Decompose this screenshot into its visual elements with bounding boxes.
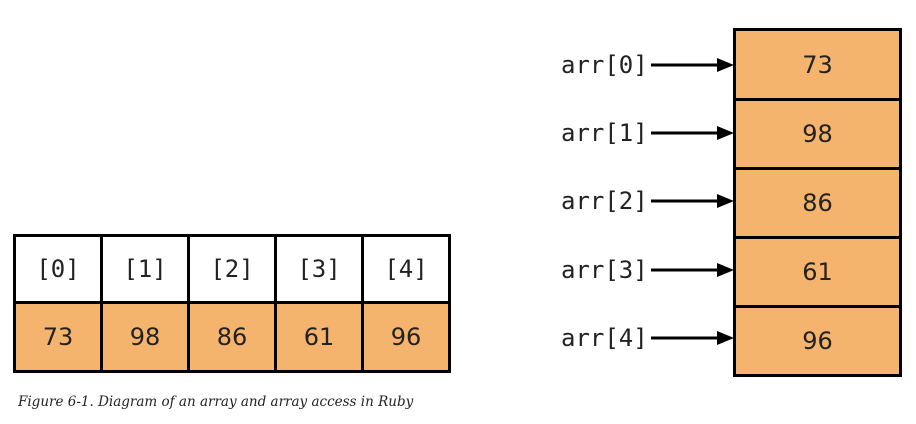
value-cell: 73 <box>13 301 103 373</box>
index-cell: [3] <box>274 234 364 304</box>
value-cell: 61 <box>274 301 364 373</box>
pointer-label: arr[0] <box>561 51 648 79</box>
memory-stack: 73 98 86 61 96 <box>733 28 902 377</box>
value-cell: 96 <box>361 301 451 373</box>
figure-caption: Figure 6-1. Diagram of an array and arra… <box>18 394 414 410</box>
pointer-row: arr[0] <box>561 50 735 80</box>
value-cell: 86 <box>187 301 277 373</box>
arrow-right-icon <box>651 58 734 72</box>
arrow-right-icon <box>651 126 734 140</box>
pointer-label: arr[1] <box>561 119 648 147</box>
arrow-right-icon <box>651 331 734 345</box>
value-cell: 98 <box>100 301 190 373</box>
pointer-label: arr[4] <box>561 324 648 352</box>
memory-cell: 61 <box>736 236 899 305</box>
index-cell: [4] <box>361 234 451 304</box>
value-row: 73 98 86 61 96 <box>13 301 451 373</box>
index-cell: [2] <box>187 234 277 304</box>
pointer-row: arr[1] <box>561 118 735 148</box>
array-table: [0] [1] [2] [3] [4] 73 98 86 61 96 <box>13 234 451 373</box>
pointer-label: arr[2] <box>561 187 648 215</box>
arrow-right-icon <box>651 194 734 208</box>
pointer-row: arr[2] <box>561 186 735 216</box>
memory-cell: 86 <box>736 167 899 236</box>
index-cell: [1] <box>100 234 190 304</box>
memory-cell: 96 <box>736 305 899 374</box>
pointer-label: arr[3] <box>561 256 648 284</box>
arrow-right-icon <box>651 263 734 277</box>
pointer-row: arr[3] <box>561 255 735 285</box>
memory-cell: 98 <box>736 98 899 167</box>
pointer-row: arr[4] <box>561 323 735 353</box>
index-row: [0] [1] [2] [3] [4] <box>13 234 451 304</box>
index-cell: [0] <box>13 234 103 304</box>
memory-cell: 73 <box>736 31 899 98</box>
